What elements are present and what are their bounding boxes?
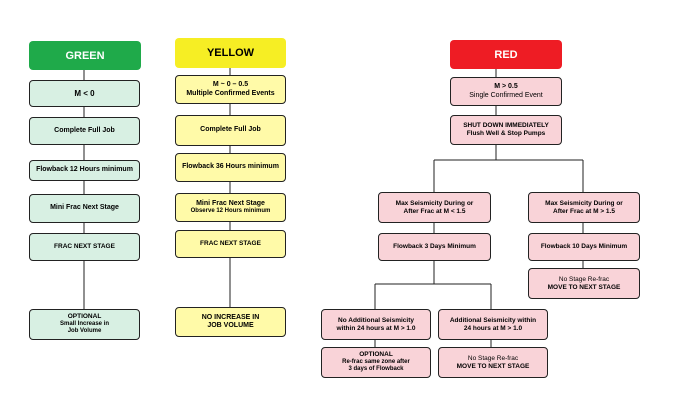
yellow-mini-frac-line2: Observe 12 Hours minimum xyxy=(190,208,271,215)
red-move-next-stage-box: No Stage Re-frac MOVE TO NEXT STAGE xyxy=(528,268,640,299)
red-low-seismicity-box: Max Seismicity During or After Frac at M… xyxy=(378,192,491,223)
red-condition-line1: M > 0.5 xyxy=(494,83,518,91)
green-optional-line1: Small Increase in xyxy=(59,321,110,328)
red-low-seismicity-line1: Max Seismicity During or xyxy=(395,199,474,207)
green-frac-next-stage-text: FRAC NEXT STAGE xyxy=(54,243,115,251)
red-high-seismicity-line2: After Frac at M > 1.5 xyxy=(553,207,615,215)
green-condition-box: M < 0 xyxy=(29,80,140,107)
red-optional-line2: 3 days of Flowback xyxy=(348,366,404,373)
red-high-seismicity-box: Max Seismicity During or After Frac at M… xyxy=(528,192,640,223)
yellow-no-increase-line2: JOB VOLUME xyxy=(207,322,254,329)
green-frac-next-stage-box: FRAC NEXT STAGE xyxy=(29,233,140,261)
yellow-condition-line1: M ~ 0 – 0.5 xyxy=(212,81,249,89)
red-flowback-3-text: Flowback 3 Days Minimum xyxy=(393,243,476,251)
red-flowback-10-box: Flowback 10 Days Minimum xyxy=(528,233,640,261)
green-optional-box: OPTIONAL Small Increase in Job Volume xyxy=(29,309,140,340)
yellow-no-increase-line1: NO INCREASE IN xyxy=(201,313,260,321)
green-flowback-text: Flowback 12 Hours minimum xyxy=(36,166,133,174)
red-additional-line1: Additional Seismicity within xyxy=(449,316,537,324)
green-optional-title: OPTIONAL xyxy=(67,313,102,321)
yellow-flowback-box: Flowback 36 Hours minimum xyxy=(175,153,286,182)
yellow-no-increase-box: NO INCREASE IN JOB VOLUME xyxy=(175,307,286,337)
red-header: RED xyxy=(450,40,562,69)
yellow-mini-frac-line1: Mini Frac Next Stage xyxy=(196,199,265,207)
red-additional-line2: 24 hours at M > 1.0 xyxy=(463,324,523,332)
green-optional-line2: Job Volume xyxy=(67,328,102,335)
green-complete-job-text: Complete Full Job xyxy=(54,126,115,134)
red-additional-seismicity-box: Additional Seismicity within 24 hours at… xyxy=(438,309,548,340)
red-move-next-stage-line1: No Stage Re-frac xyxy=(558,275,610,283)
red-high-seismicity-line1: Max Seismicity During or xyxy=(545,199,623,207)
yellow-frac-next-stage-text: FRAC NEXT STAGE xyxy=(200,240,261,248)
red-no-refrac-move-box: No Stage Re-frac MOVE TO NEXT STAGE xyxy=(438,347,548,378)
red-condition-box: M > 0.5 Single Confirmed Event xyxy=(450,77,562,106)
red-move-next-stage-line2: MOVE TO NEXT STAGE xyxy=(547,283,621,291)
red-optional-refrac-box: OPTIONAL Re-frac same zone after 3 days … xyxy=(321,347,431,378)
green-condition-text: M < 0 xyxy=(74,88,95,98)
green-header: GREEN xyxy=(29,41,141,70)
red-shutdown-line2: Flush Well & Stop Pumps xyxy=(466,130,546,137)
red-flowback-10-text: Flowback 10 Days Minimum xyxy=(540,243,628,251)
red-condition-line2: Single Confirmed Event xyxy=(469,91,543,99)
red-no-refrac-line2: MOVE TO NEXT STAGE xyxy=(456,362,530,370)
red-no-additional-line2: within 24 hours at M > 1.0 xyxy=(336,324,416,332)
red-no-additional-line1: No Additional Seismicity xyxy=(338,316,414,324)
red-low-seismicity-line2: After Frac at M < 1.5 xyxy=(403,207,466,215)
red-optional-line1: Re-frac same zone after xyxy=(342,359,410,366)
green-mini-frac-text: Mini Frac Next Stage xyxy=(50,204,119,212)
red-optional-title: OPTIONAL xyxy=(359,351,393,359)
red-shutdown-box: SHUT DOWN IMMEDIATELY Flush Well & Stop … xyxy=(450,115,562,145)
yellow-condition-box: M ~ 0 – 0.5 Multiple Confirmed Events xyxy=(175,75,286,104)
green-mini-frac-box: Mini Frac Next Stage xyxy=(29,194,140,223)
red-shutdown-line1: SHUT DOWN IMMEDIATELY xyxy=(463,122,549,130)
yellow-mini-frac-box: Mini Frac Next Stage Observe 12 Hours mi… xyxy=(175,193,286,222)
red-no-refrac-line1: No Stage Re-frac xyxy=(467,354,519,362)
yellow-flowback-text: Flowback 36 Hours minimum xyxy=(182,163,279,171)
red-no-additional-seismicity-box: No Additional Seismicity within 24 hours… xyxy=(321,309,431,340)
yellow-complete-job-box: Complete Full Job xyxy=(175,115,286,146)
yellow-complete-job-text: Complete Full Job xyxy=(200,126,261,134)
yellow-condition-line2: Multiple Confirmed Events xyxy=(186,89,275,97)
green-flowback-box: Flowback 12 Hours minimum xyxy=(29,160,140,181)
green-complete-job-box: Complete Full Job xyxy=(29,117,140,145)
yellow-header: YELLOW xyxy=(175,38,286,68)
red-flowback-3-box: Flowback 3 Days Minimum xyxy=(378,233,491,261)
yellow-frac-next-stage-box: FRAC NEXT STAGE xyxy=(175,230,286,258)
